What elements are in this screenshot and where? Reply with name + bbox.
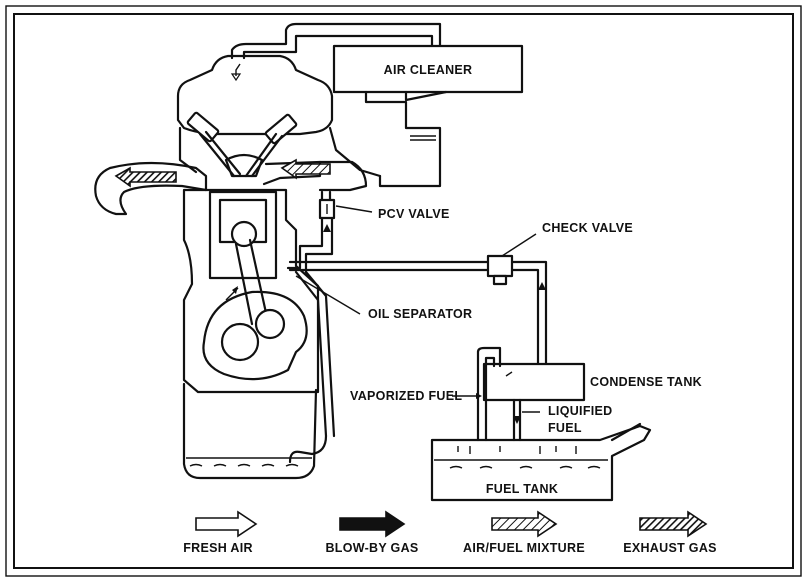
legend-exhaust-gas-label: EXHAUST GAS — [623, 541, 717, 555]
check-valve-port — [492, 274, 508, 286]
vapor-flow-arrow — [538, 282, 546, 290]
mixture-flow-arrow-icon — [280, 158, 331, 180]
pcv-valve-label: PCV VALVE — [378, 207, 450, 221]
air-fuel-mixture-arrow-icon — [491, 510, 558, 538]
pcv-circuit: PCV VALVE OIL SEPARATOR — [286, 190, 472, 321]
vapor-riser — [476, 346, 502, 442]
exhaust-gas-arrow-icon — [639, 510, 708, 538]
fresh-air-arrow-icon — [195, 510, 258, 538]
intake-runner — [262, 160, 322, 186]
legend: FRESH AIR BLOW-BY GAS AIR/FUEL MIXTURE E… — [183, 510, 717, 555]
breather-hose — [230, 22, 442, 60]
check-valve — [486, 254, 514, 278]
flow-arrowhead-block — [232, 286, 238, 294]
intake-manifold — [318, 160, 368, 192]
diagram-flow-arrows — [114, 158, 331, 188]
air-cleaner — [332, 44, 524, 94]
condense-tank — [482, 362, 586, 402]
cylinder-block — [182, 188, 320, 394]
check-valve-leader — [501, 233, 537, 257]
crank-journal — [220, 322, 260, 362]
rocker-cover — [176, 54, 334, 136]
vapor-line-down — [510, 260, 548, 366]
exhaust-manifold — [94, 161, 208, 216]
liquid-flow-arrow — [513, 416, 521, 424]
piston-pin — [230, 220, 258, 248]
engine-block — [94, 54, 382, 480]
inner-frame — [13, 13, 794, 569]
liquified-fuel-label-2: FUEL — [548, 421, 582, 435]
breather-arrowhead — [230, 73, 242, 82]
legend-blow-by-gas-label: BLOW-BY GAS — [325, 541, 418, 555]
filler-neck — [610, 422, 642, 442]
air-cleaner-label: AIR CLEANER — [384, 63, 473, 77]
pcv-valve-leader — [335, 205, 373, 213]
air-intake-system: AIR CLEANER — [230, 22, 524, 188]
pcv-hose-top — [320, 190, 332, 202]
vaporized-fuel-label: VAPORIZED FUEL — [350, 389, 462, 403]
oil-ripples — [189, 463, 299, 467]
fuel-tank-label: FUEL TANK — [486, 482, 558, 496]
combustion-chamber — [224, 153, 264, 178]
legend-fresh-air-label: FRESH AIR — [183, 541, 253, 555]
evap-circuit: CHECK VALVE CONDENSE TANK VAPORIZED FUEL… — [288, 221, 702, 502]
connecting-rod — [234, 238, 270, 326]
oil-separator-label: OIL SEPARATOR — [368, 307, 472, 321]
pcv-flow-arrow — [323, 224, 331, 232]
condense-arrow — [505, 371, 513, 377]
intake-duct-top — [404, 90, 448, 102]
liquified-fuel-label-1: LIQUIFIED — [548, 404, 613, 418]
vaporized-fuel-arrow — [476, 393, 482, 399]
blow-by-gas-arrow-icon — [339, 510, 406, 538]
vapor-wisps — [457, 446, 577, 454]
liquid-return — [512, 398, 522, 442]
oil-pan — [182, 382, 318, 480]
exhaust-valve — [244, 113, 298, 178]
outer-frame — [5, 5, 802, 577]
legend-air-fuel-mixture-label: AIR/FUEL MIXTURE — [463, 541, 585, 555]
crank-pin — [254, 308, 286, 340]
oil-return-tube — [288, 270, 328, 464]
fuel-tank — [430, 424, 652, 502]
intake-duct — [364, 90, 442, 188]
intake-valve — [186, 111, 242, 178]
pcv-hose — [286, 216, 324, 270]
fuel-ripples — [449, 465, 601, 469]
check-valve-label: CHECK VALVE — [542, 221, 633, 235]
condense-tank-label: CONDENSE TANK — [590, 375, 702, 389]
oil-return-tube-outer — [304, 270, 336, 438]
breather-hose-inner — [242, 34, 434, 60]
oil-separator-leader — [295, 275, 361, 315]
exhaust-flow-arrow-icon — [114, 166, 177, 188]
crankshaft-web — [202, 290, 308, 381]
vapor-line — [288, 260, 490, 272]
